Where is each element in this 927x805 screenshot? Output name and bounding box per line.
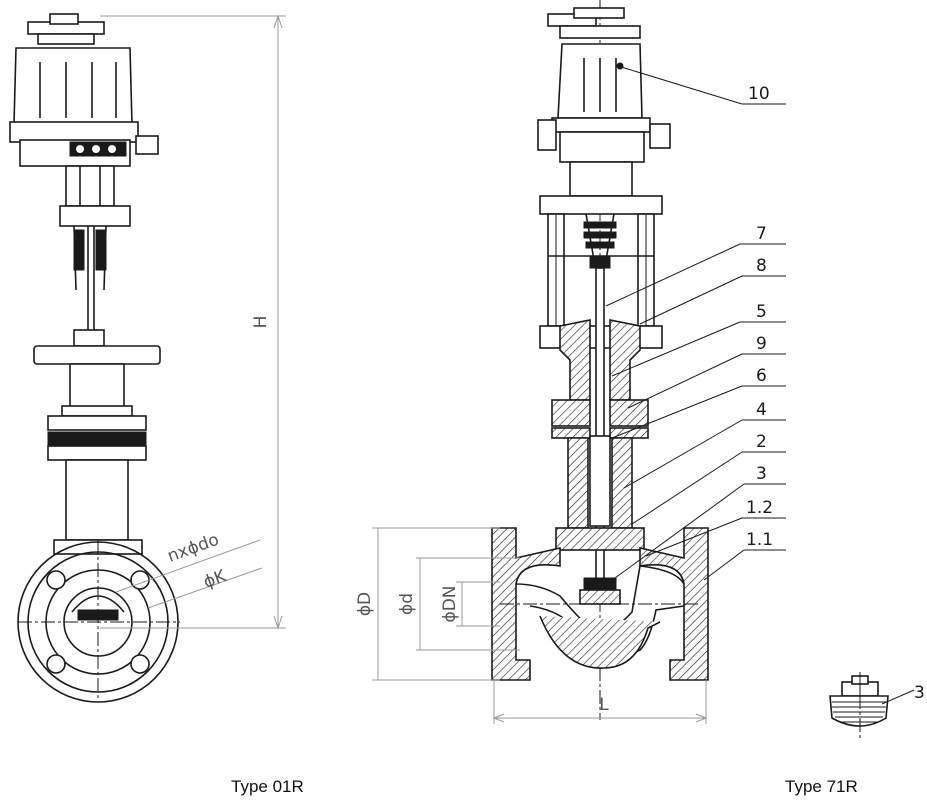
callout-6: 6 [756, 366, 767, 386]
dim-bolts-label: nxϕdo [165, 530, 222, 567]
callout-9: 9 [756, 334, 767, 354]
electric-actuator [9, 47, 159, 167]
type-01r-view: H nxϕdo ϕK [9, 13, 286, 703]
callout-leaders [603, 65, 786, 587]
callout-3: 3 [756, 464, 767, 484]
bonnet-section [551, 319, 649, 551]
callout-5: 5 [756, 302, 767, 322]
yoke-and-stem [59, 165, 131, 347]
section-top-handle [547, 7, 641, 39]
middle-flange [47, 405, 147, 461]
actuator-top-handle [27, 13, 105, 45]
detail-callout-3: 3 [914, 683, 925, 703]
callout-4: 4 [756, 400, 767, 420]
dim-flange-inner-label: ϕd [397, 593, 417, 615]
flange-end-view [17, 540, 180, 703]
bolt-leaders [115, 539, 263, 609]
bonnet-flange [33, 345, 161, 365]
dim-flange-outer-label: ϕD [355, 592, 375, 616]
type-71r-section: ϕD ϕd ϕDN L 10 7 8 5 9 6 4 2 3 1.2 1.1 [355, 0, 786, 724]
caption-type-01r: Type 01R [231, 777, 304, 796]
valve-body [491, 527, 709, 681]
callout-10: 10 [748, 84, 770, 104]
dim-length-label: L [599, 695, 609, 715]
height-dimension [100, 14, 286, 630]
dim-nominal-label: ϕDN [440, 585, 460, 622]
body-dimensions [372, 527, 708, 724]
section-actuator [537, 43, 671, 163]
dim-h-label: H [251, 316, 271, 329]
bonnet-body [69, 363, 125, 409]
plug-detail [829, 672, 915, 740]
callout-8: 8 [756, 256, 767, 276]
callout-1-2: 1.2 [746, 498, 773, 518]
dim-bolt-circle-label: ϕK [201, 566, 230, 593]
lower-neck [65, 459, 129, 541]
callout-7: 7 [756, 224, 767, 244]
caption-type-71r: Type 71R [785, 777, 858, 796]
callout-2: 2 [756, 432, 767, 452]
callout-1-1: 1.1 [746, 530, 773, 550]
